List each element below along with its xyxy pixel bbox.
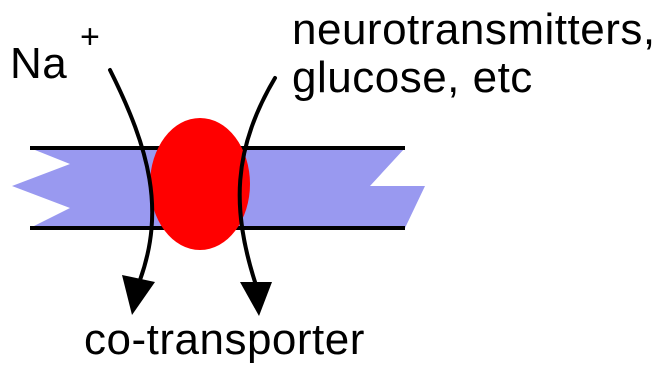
transporter-protein [150,118,250,250]
substrate-arrowhead [240,282,272,316]
cotransporter-caption: co-transporter [84,318,365,362]
sodium-charge-label: + [80,20,100,54]
substrate-label-line1: neurotransmitters, [292,8,655,52]
sodium-ion-label: Na [10,42,67,86]
sodium-arrowhead [122,275,155,315]
substrate-label-line2: glucose, etc [292,56,533,100]
